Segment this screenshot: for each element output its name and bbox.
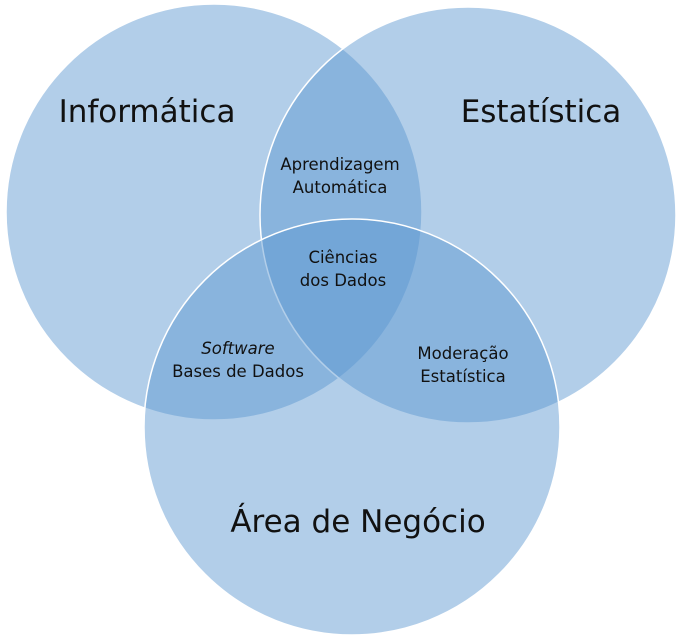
label-software: Software (201, 339, 274, 358)
label-aprendizagem-line1: Aprendizagem (280, 155, 399, 174)
label-moderacao-line1: Moderação (417, 344, 508, 363)
label-area-de-negocio: Área de Negócio (230, 504, 485, 540)
label-informatica: Informática (59, 94, 236, 130)
label-ciencias-line2: dos Dados (300, 271, 386, 290)
label-bases-de-dados: Bases de Dados (172, 362, 304, 381)
label-ciencias-line1: Ciências (308, 248, 377, 267)
circle-informatica (5, 3, 423, 421)
circle-area-de-negocio (143, 218, 561, 636)
label-estatistica: Estatística (461, 94, 622, 130)
label-moderacao-line2: Estatística (420, 367, 506, 386)
label-aprendizagem-line2: Automática (293, 178, 388, 197)
circle-estatistica (259, 6, 677, 424)
